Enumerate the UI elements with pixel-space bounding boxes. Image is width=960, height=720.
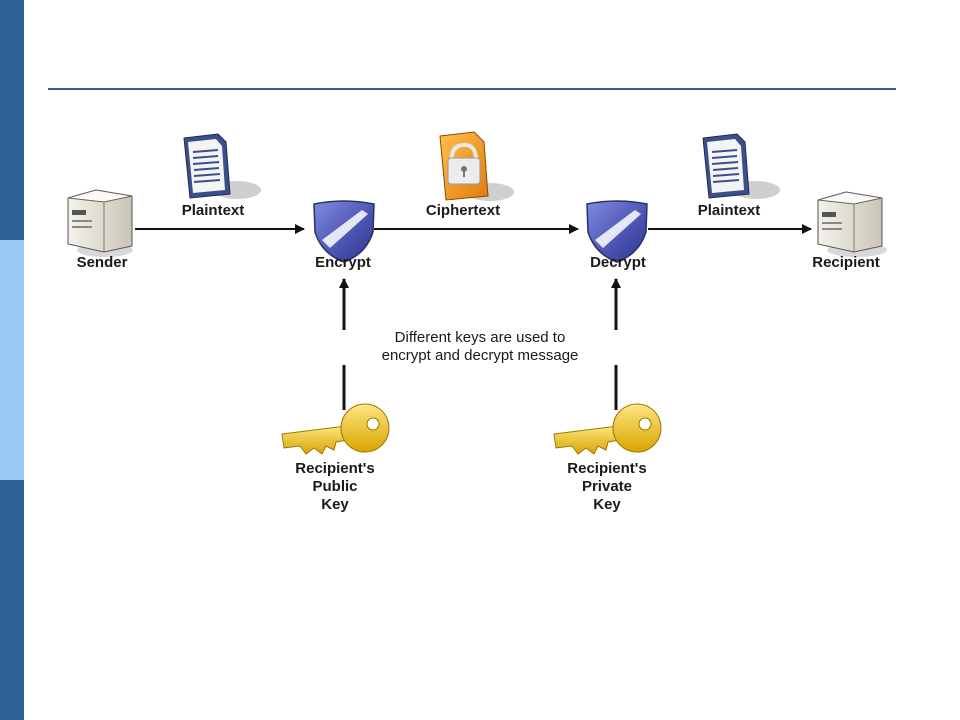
decrypt-shield-icon [586,200,648,263]
keys-note-line-2: encrypt and decrypt message [381,347,579,364]
public-key-label-line-3: Key [321,496,349,513]
keys-note: Different keys are used to encrypt and d… [340,329,620,365]
recipient-label: Recipient [812,254,880,271]
plaintext-label-2: Plaintext [697,202,761,219]
private-key-icon [553,403,662,455]
title-rule [48,88,896,90]
plaintext-label-1: Plaintext [181,202,245,219]
encrypt-shield-icon [313,200,375,263]
public-key-label-line-1: Recipient's [295,460,375,477]
sidebar-dark-top [0,0,24,240]
public-key-icon [281,403,390,455]
sender-label: Sender [76,254,128,271]
plaintext-document-icon-2 [702,133,780,199]
encrypt-label: Encrypt [315,254,371,271]
ciphertext-label: Ciphertext [425,202,501,219]
private-key-label-line-1: Recipient's [567,460,647,477]
public-key-label: Recipient's Public Key [295,460,374,514]
ciphertext-locked-document-icon [439,131,514,201]
plaintext-document-icon-1 [183,133,261,199]
decrypt-label: Decrypt [590,254,646,271]
private-key-label: Recipient's Private Key [567,460,646,514]
sidebar-dark-bottom [0,480,24,720]
sender-server-icon [67,189,133,257]
sidebar-light-middle [0,240,24,480]
recipient-server-icon [817,191,887,257]
private-key-label-line-3: Key [593,496,621,513]
private-key-label-line-2: Private [581,478,633,495]
keys-note-line-1: Different keys are used to [394,329,566,346]
public-key-label-line-2: Public [312,478,358,495]
